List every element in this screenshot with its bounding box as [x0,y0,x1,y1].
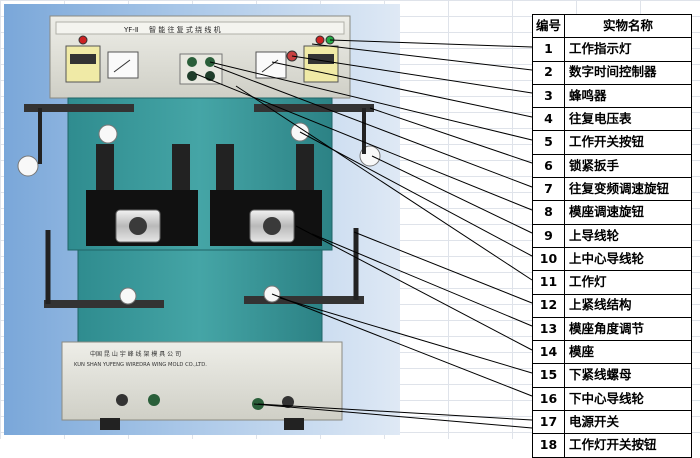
lower-tension-bar-left [44,300,164,308]
timer-display-left [70,54,96,64]
row-number: 16 [532,386,565,412]
row-part-name: 上中心导线轮 [564,246,692,272]
lower-center-wheel-right [263,285,281,303]
row-part-name: 往复电压表 [564,107,692,132]
row-number: 6 [532,153,565,179]
row-part-name: 工作指示灯 [564,37,692,62]
row-number: 12 [532,293,565,318]
company-name-cn: 中国 昆 山 宇 峰 线 架 模 具 公 司 [90,350,181,358]
speed-knob-c [205,71,215,81]
company-name-en: KUN SHAN YUFENG WIREDRA WING MOLD CO.,LT… [74,362,207,368]
row-number: 17 [532,410,565,435]
row-part-name: 上紧线结构 [564,293,692,318]
indicator-lamp-left [78,35,88,45]
speed-knob-b [187,71,197,81]
mold-hub-right [263,217,281,235]
row-number: 14 [532,340,565,365]
header-number: 编号 [532,13,565,39]
machine-illustration: YF-Ⅱ 智 能 往 复 式 绕 线 机 [17,15,381,430]
row-part-name: 模座 [564,340,692,365]
row-part-name: 工作开关按钮 [564,130,692,155]
indicator-lamp-green [325,35,335,45]
row-part-name: 蜂鸣器 [564,83,692,109]
work-lamp-button-right [282,396,294,408]
upper-center-wheel-left [98,124,118,144]
row-part-name: 模座角度调节 [564,316,692,342]
speed-knob-a [205,57,215,67]
row-part-name: 锁紧扳手 [564,153,692,179]
row-number: 2 [532,60,565,85]
mold-hub-left [129,217,147,235]
work-switch-button [187,57,197,67]
machine-photo: YF-Ⅱ 智 能 往 复 式 绕 线 机 [4,4,400,435]
upper-tension-bar-left [24,104,134,112]
center-button-panel [179,53,223,85]
upper-center-wheel-right [290,122,310,142]
row-number: 5 [532,130,565,155]
row-number: 11 [532,270,565,295]
row-number: 13 [532,316,565,342]
row-part-name: 电源开关 [564,410,692,435]
row-number: 8 [532,200,565,225]
row-number: 9 [532,223,565,248]
power-switch-right [148,394,160,406]
row-number: 3 [532,83,565,109]
lower-center-wheel-left [119,287,137,305]
upper-guide-wheel-left [17,155,39,177]
power-switch-left [116,394,128,406]
buzzer [286,50,298,62]
table-header-row: 编号 实物名称 [532,13,692,39]
row-number: 10 [532,246,565,272]
row-part-name: 数字时间控制器 [564,60,692,85]
row-number: 7 [532,177,565,202]
meter-needle-left [113,59,131,73]
work-lamp-button-left [252,398,264,410]
row-part-name: 上导线轮 [564,223,692,248]
row-part-name: 工作灯开关按钮 [564,433,692,458]
row-number: 15 [532,363,565,388]
row-part-name: 下中心导线轮 [564,386,692,412]
machine-title: 智 能 往 复 式 绕 线 机 [149,25,221,34]
header-part-name: 实物名称 [564,13,692,39]
row-number: 18 [532,433,565,458]
indicator-lamp-right [315,35,325,45]
row-number: 4 [532,107,565,132]
row-part-name: 往复变频调速旋钮 [564,177,692,202]
foot-right [284,418,304,430]
foot-left [100,418,120,430]
row-part-name: 工作灯 [564,270,692,295]
row-part-name: 模座调速旋钮 [564,200,692,225]
machine-nameplate [55,21,345,35]
upper-tension-bar-right [254,104,374,112]
row-part-name: 下紧线螺母 [564,363,692,388]
machine-model-label: YF-Ⅱ [123,26,138,34]
row-number: 1 [532,37,565,62]
lower-tension-bar-right [244,296,364,304]
timer-display-right [308,54,334,64]
